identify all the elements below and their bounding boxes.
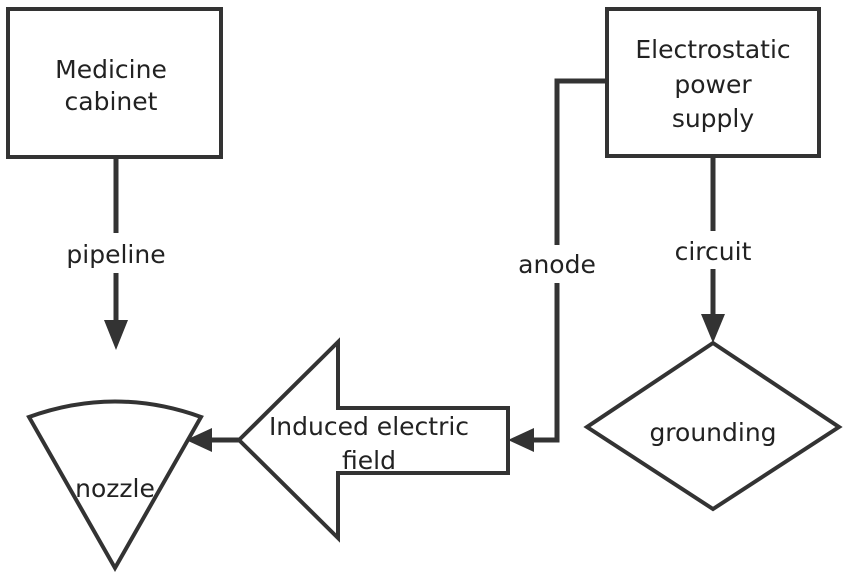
medicine-cabinet-label-line1: Medicine	[55, 55, 167, 84]
grounding-label: grounding	[649, 418, 776, 447]
field-arrowhead	[186, 428, 212, 452]
induced-field-node: Induced electric field	[236, 337, 510, 543]
induced-field-arrow-shape	[236, 337, 510, 543]
power-supply-node: Electrostatic power supply	[605, 7, 821, 158]
power-supply-label-line2: power	[674, 70, 752, 99]
nozzle-label: nozzle	[75, 474, 155, 503]
grounding-node: grounding	[583, 340, 843, 512]
anode-connector: anode	[508, 78, 607, 452]
circuit-connector: circuit	[664, 157, 762, 343]
circuit-arrowhead	[701, 314, 725, 343]
power-supply-label-line3: supply	[672, 104, 755, 133]
induced-field-label-line1: Induced electric	[269, 412, 469, 441]
anode-label: anode	[518, 250, 596, 279]
circuit-label: circuit	[675, 237, 752, 266]
nozzle-node: nozzle	[26, 399, 204, 573]
field-to-nozzle-connector	[186, 428, 239, 452]
medicine-cabinet-label-line2: cabinet	[65, 87, 158, 116]
grounding-diamond-shape	[583, 340, 843, 512]
pipeline-label: pipeline	[66, 240, 165, 269]
nozzle-fan-shape	[26, 399, 204, 573]
pipeline-connector: pipeline	[60, 158, 170, 350]
power-supply-label-line1: Electrostatic	[635, 35, 790, 64]
induced-field-label-line2: field	[342, 446, 396, 475]
anode-arrowhead	[508, 428, 534, 452]
medicine-cabinet-node: Medicine cabinet	[6, 7, 223, 159]
pipeline-arrowhead	[104, 320, 128, 350]
